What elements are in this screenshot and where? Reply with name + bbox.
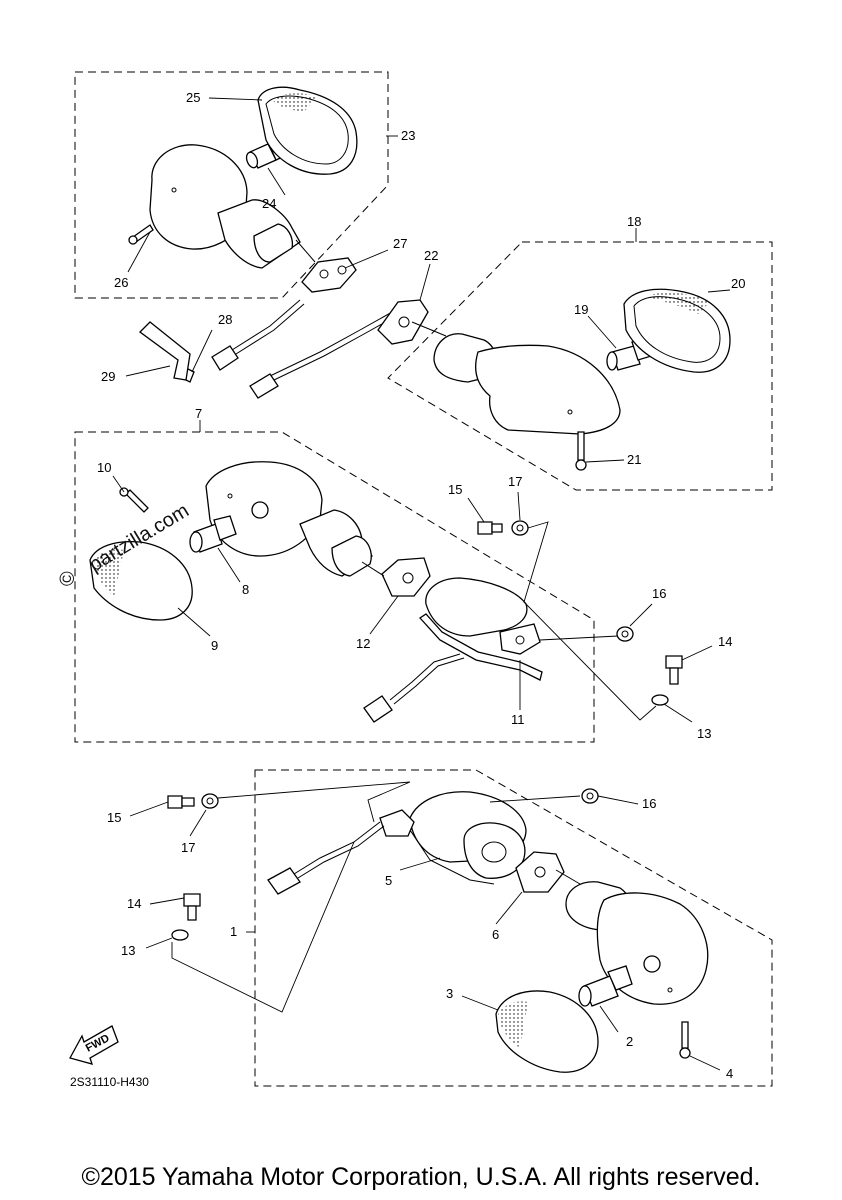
washer-13-upper xyxy=(651,694,669,706)
harness-left xyxy=(211,299,415,399)
callouts: 23 25 24 26 27 28 29 18 22 20 19 21 7 10… xyxy=(97,90,745,1081)
assembly-7-front-left-flasher xyxy=(74,431,595,743)
flasher-body-18 xyxy=(475,344,621,435)
callout-24: 24 xyxy=(262,196,276,211)
callout-9: 9 xyxy=(211,638,218,653)
bulb-2 xyxy=(578,965,633,1007)
diagram-code: 2S31110-H430 xyxy=(70,1075,149,1089)
callout-4: 4 xyxy=(726,1066,733,1081)
callout-23: 23 xyxy=(401,128,415,143)
lens-3 xyxy=(495,990,599,1073)
bolt-14-lower xyxy=(183,893,201,921)
callout-13-lower: 13 xyxy=(121,943,135,958)
callout-26: 26 xyxy=(114,275,128,290)
callout-5: 5 xyxy=(385,873,392,888)
callout-25: 25 xyxy=(186,90,200,105)
callout-18: 18 xyxy=(627,214,641,229)
copyright-footer: ©2015 Yamaha Motor Corporation, U.S.A. A… xyxy=(81,1163,761,1191)
callout-3: 3 xyxy=(446,986,453,1001)
bulb-8 xyxy=(189,515,237,553)
callout-1: 1 xyxy=(230,924,237,939)
callout-19: 19 xyxy=(574,302,588,317)
lens-9 xyxy=(89,540,193,621)
callout-11: 11 xyxy=(511,712,525,727)
bolt-15-lower xyxy=(167,795,195,809)
callout-22: 22 xyxy=(424,248,438,263)
rubber-damper-7 xyxy=(331,535,372,577)
callout-29: 29 xyxy=(101,369,115,384)
callout-28: 28 xyxy=(218,312,232,327)
callout-27: 27 xyxy=(393,236,407,251)
fwd-arrow-icon xyxy=(69,1025,119,1065)
coupler-7 xyxy=(363,695,393,723)
grommet-27 xyxy=(301,257,357,293)
stay-5 xyxy=(379,791,527,885)
collar-17-lower xyxy=(201,793,219,809)
callout-6: 6 xyxy=(492,927,499,942)
assembly-18-boundary xyxy=(387,241,773,491)
assembly-18-rear-right-flasher xyxy=(377,241,773,491)
assembly-1-boundary xyxy=(254,769,773,1087)
bolt-14-upper xyxy=(665,655,683,685)
callout-13-upper: 13 xyxy=(697,726,711,741)
nut-16-upper xyxy=(616,626,634,642)
assembly-23-boundary xyxy=(74,71,389,299)
screw-26 xyxy=(128,224,154,245)
callout-21: 21 xyxy=(627,452,641,467)
grommet-12 xyxy=(381,557,431,597)
callout-16-lower: 16 xyxy=(642,796,656,811)
grommet-6 xyxy=(515,851,565,893)
grommet-22 xyxy=(377,299,429,345)
washer-13-lower xyxy=(171,929,189,941)
assembly-7-boundary xyxy=(74,431,595,743)
watermark-copyright-symbol: © xyxy=(57,571,79,586)
callout-15-lower: 15 xyxy=(107,810,121,825)
callout-14-lower: 14 xyxy=(127,896,141,911)
screw-4 xyxy=(679,1021,691,1059)
callout-16-upper: 16 xyxy=(652,586,666,601)
rubber-damper-23 xyxy=(253,223,294,263)
callout-10: 10 xyxy=(97,460,111,475)
collar-17-upper xyxy=(511,520,529,536)
lens-25 xyxy=(257,86,358,175)
callout-12: 12 xyxy=(356,636,370,651)
screw-21 xyxy=(575,431,587,471)
leader-lines xyxy=(112,97,731,1071)
callout-8: 8 xyxy=(242,582,249,597)
assembly-23-rear-left-flasher xyxy=(74,71,389,299)
callout-17-upper: 17 xyxy=(508,474,522,489)
screw-10 xyxy=(119,487,149,513)
clamp-29 xyxy=(139,321,191,381)
lens-20 xyxy=(623,288,731,373)
callout-14-upper: 14 xyxy=(718,634,732,649)
bolt-15-upper xyxy=(477,521,503,535)
callout-15-upper: 15 xyxy=(448,482,462,497)
coupler-1 xyxy=(267,867,301,895)
fwd-arrow: FWD xyxy=(69,1025,119,1065)
callout-2: 2 xyxy=(626,1034,633,1049)
callout-7: 7 xyxy=(195,406,202,421)
nut-16-lower xyxy=(581,788,599,804)
callout-17-lower: 17 xyxy=(181,840,195,855)
assembly-1-front-right-flasher xyxy=(254,769,773,1087)
callout-20: 20 xyxy=(731,276,745,291)
stay-11 xyxy=(419,577,543,681)
